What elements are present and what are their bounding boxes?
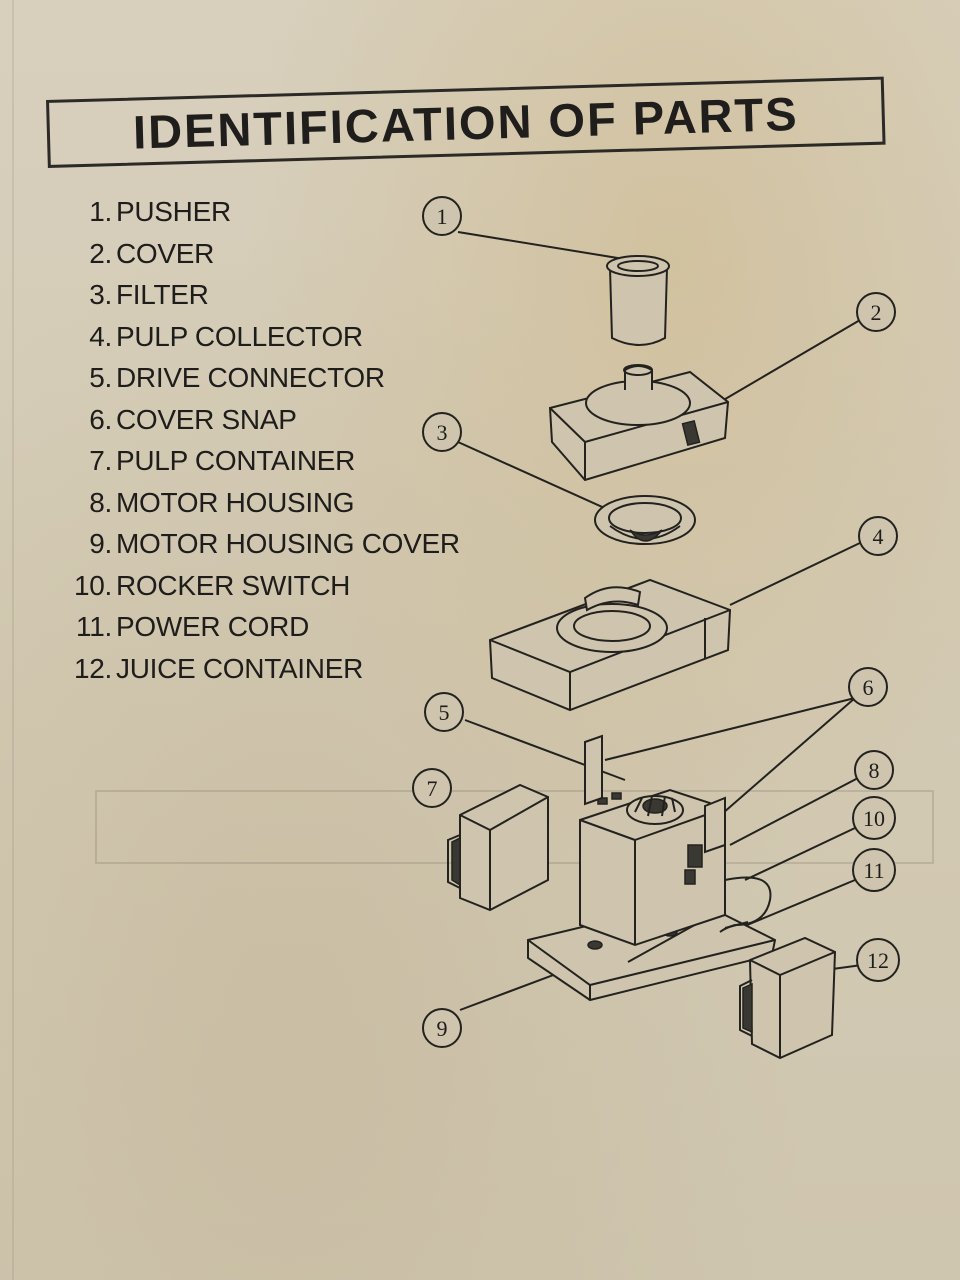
callout-7: 7: [412, 768, 452, 808]
cover-part: [548, 364, 730, 482]
part-number: 3.: [89, 279, 112, 310]
list-item: 12.JUICE CONTAINER: [64, 653, 460, 695]
list-item: 11.POWER CORD: [64, 611, 460, 653]
svg-text:2: 2: [871, 300, 882, 325]
motor-housing-part: [527, 734, 777, 1002]
part-label: POWER CORD: [116, 611, 310, 642]
list-item: 3.FILTER: [64, 279, 460, 321]
list-item: 1.PUSHER: [64, 196, 460, 238]
list-item: 7.PULP CONTAINER: [64, 445, 460, 487]
part-label: MOTOR HOUSING COVER: [116, 528, 460, 559]
parts-list: 1.PUSHER 2.COVER 3.FILTER 4.PULP COLLECT…: [64, 196, 460, 694]
callout-2: 2: [856, 292, 896, 332]
callout-11: 11: [852, 848, 896, 892]
part-number: 5.: [89, 362, 112, 393]
pulp-container-part: [447, 783, 549, 912]
list-item: 8.MOTOR HOUSING: [64, 487, 460, 529]
part-label: PULP CONTAINER: [116, 445, 356, 476]
list-item: 5.DRIVE CONNECTOR: [64, 362, 460, 404]
part-label: JUICE CONTAINER: [116, 652, 363, 684]
page-title: IDENTIFICATION OF PARTS: [132, 86, 800, 159]
svg-text:12: 12: [867, 948, 889, 973]
svg-text:8: 8: [869, 758, 880, 783]
part-label: PULP COLLECTOR: [116, 320, 363, 352]
part-number: 7.: [89, 445, 112, 476]
callout-9: 9: [422, 1008, 462, 1048]
callout-12: 12: [856, 938, 900, 982]
part-number: 10.: [73, 569, 112, 601]
part-number: 1.: [89, 196, 112, 227]
svg-text:3: 3: [437, 420, 448, 445]
part-label: ROCKER SWITCH: [116, 569, 351, 601]
paper-fold: [12, 0, 14, 1280]
svg-text:6: 6: [863, 675, 874, 700]
part-label: DRIVE CONNECTOR: [116, 362, 385, 393]
svg-text:1: 1: [437, 204, 448, 229]
callout-8: 8: [854, 750, 894, 790]
part-label: COVER SNAP: [116, 403, 297, 435]
list-item: 4.PULP COLLECTOR: [64, 321, 460, 363]
juice-container-part: [739, 936, 837, 1060]
part-number: 4.: [89, 320, 112, 352]
filter-part: [594, 495, 696, 545]
svg-text:11: 11: [863, 858, 884, 883]
part-label: PUSHER: [116, 196, 231, 227]
diagram-svg: 1 2 3 4 6 5 7 8 10 11 12 9: [412, 196, 900, 1060]
part-label: MOTOR HOUSING: [116, 486, 355, 518]
svg-text:9: 9: [437, 1016, 448, 1041]
exploded-parts-diagram: 1 2 3 4 6 5 7 8 10 11 12 9: [380, 180, 940, 1060]
pusher-part: [606, 255, 670, 346]
part-number: 12.: [73, 652, 112, 684]
list-item: 2.COVER: [64, 238, 460, 280]
callout-markers: 1 2 3 4 6 5 7 8 10 11 12 9: [412, 196, 900, 1048]
callout-4: 4: [858, 516, 898, 556]
svg-text:4: 4: [873, 524, 884, 549]
callout-6: 6: [848, 667, 888, 707]
pulp-collector-part: [488, 578, 732, 712]
list-item: 10.ROCKER SWITCH: [64, 570, 460, 612]
part-number: 11.: [76, 611, 112, 642]
part-number: 8.: [89, 486, 112, 518]
callout-5: 5: [424, 692, 464, 732]
list-item: 9.MOTOR HOUSING COVER: [64, 528, 460, 570]
callout-10: 10: [852, 796, 896, 840]
svg-text:10: 10: [863, 806, 885, 831]
part-number: 2.: [89, 237, 112, 269]
list-item: 6.COVER SNAP: [64, 404, 460, 446]
callout-3: 3: [422, 412, 462, 452]
callout-1: 1: [422, 196, 462, 236]
part-label: FILTER: [116, 279, 209, 310]
part-number: 6.: [89, 403, 112, 435]
part-label: COVER: [116, 237, 215, 269]
part-number: 9.: [89, 528, 112, 559]
svg-text:5: 5: [439, 700, 450, 725]
svg-text:7: 7: [427, 776, 438, 801]
leader-lines: [457, 231, 863, 1011]
